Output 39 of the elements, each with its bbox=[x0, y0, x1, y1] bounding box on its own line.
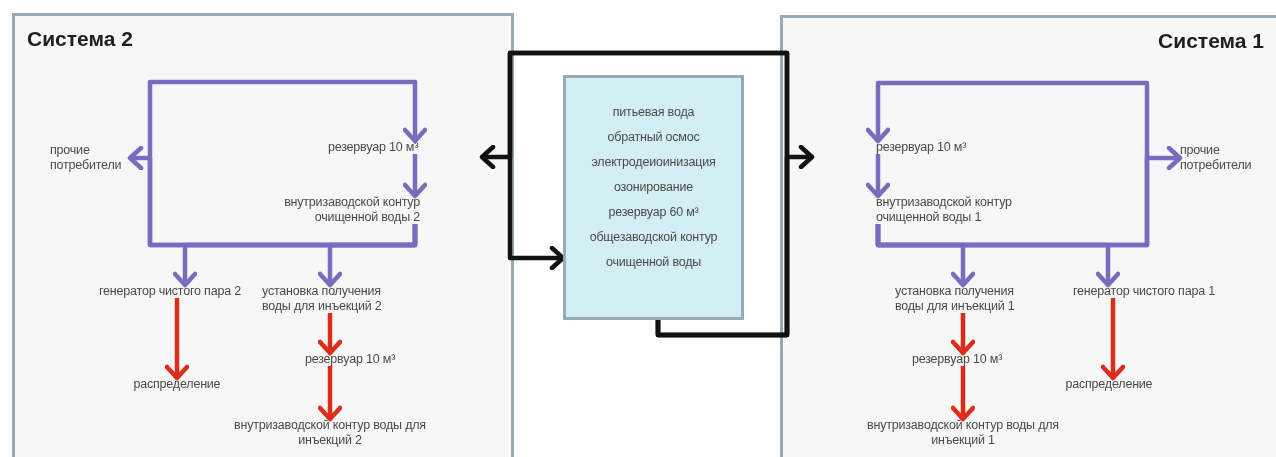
arrow bbox=[1100, 298, 1126, 381]
arrow bbox=[317, 313, 343, 356]
arrow bbox=[865, 154, 891, 199]
node-label: внутризаводской контур воды для инъекций 2 bbox=[222, 418, 438, 448]
arrow bbox=[164, 298, 190, 381]
node-label: установка получения воды для инъекций 1 bbox=[895, 284, 1045, 314]
node-label: внутризаводской контур воды для инъекций 1 bbox=[855, 418, 1071, 448]
process-step-text: электродеиоинизация bbox=[591, 154, 716, 171]
node-label: внутризаводской контур очищенной воды 1 bbox=[876, 195, 1051, 225]
node-label: резервуар 10 м³ bbox=[912, 352, 1003, 367]
process-step-text: питьевая вода bbox=[612, 104, 695, 121]
system-panel bbox=[780, 15, 1276, 457]
arrow bbox=[950, 313, 976, 356]
process-step-text: очищенной воды bbox=[605, 254, 702, 271]
process-step-text: резервуар 60 м³ bbox=[608, 204, 699, 221]
process-step-text: озонирование bbox=[613, 179, 693, 196]
node-label: распределение bbox=[1065, 377, 1153, 392]
arrow bbox=[950, 366, 976, 422]
node-label: резервуар 10 м³ bbox=[876, 140, 967, 155]
arrow bbox=[317, 366, 343, 422]
node-label: установка получения воды для инъекций 2 bbox=[262, 284, 412, 314]
node-label: прочие потребители bbox=[1180, 143, 1260, 173]
node-label: резервуар 10 м³ bbox=[305, 352, 396, 367]
node-label: резервуар 10 м³ bbox=[328, 140, 419, 155]
system-panel bbox=[12, 13, 514, 457]
node-label: прочие потребители bbox=[50, 143, 130, 173]
node-label: генератор чистого пара 1 bbox=[1073, 284, 1215, 299]
node-label: распределение bbox=[133, 377, 221, 392]
arrow bbox=[402, 154, 428, 199]
node-label: генератор чистого пара 2 bbox=[99, 284, 241, 299]
arrow bbox=[655, 144, 815, 338]
panel-heading: Система 1 bbox=[1158, 28, 1264, 54]
panel-heading: Система 2 bbox=[27, 26, 133, 52]
node-label: внутризаводской контур очищенной воды 2 bbox=[245, 195, 420, 225]
process-step-text: общезаводской контур bbox=[589, 229, 718, 246]
process-box bbox=[563, 75, 744, 320]
process-step-text: обратный осмос bbox=[607, 129, 700, 146]
arrow bbox=[875, 224, 1121, 288]
arrow bbox=[317, 224, 418, 288]
